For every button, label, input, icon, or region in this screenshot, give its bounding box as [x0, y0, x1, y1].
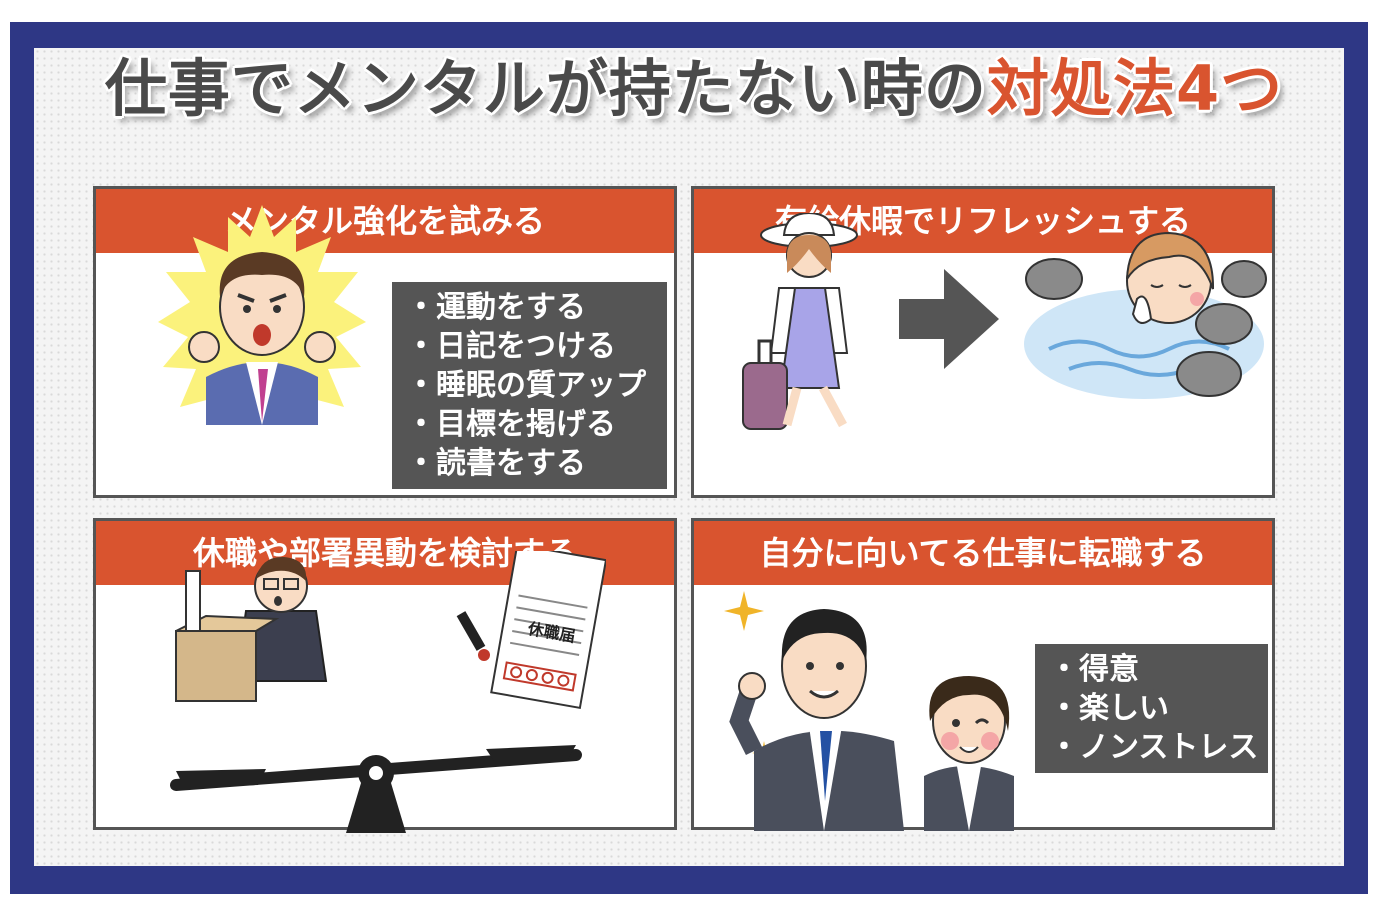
list-item: ノンストレス [1049, 728, 1258, 767]
panel-paid-leave: 有給休暇でリフレッシュする [691, 186, 1275, 498]
list-item: 読書をする [406, 444, 653, 483]
panel-heading: 自分に向いてる仕事に転職する [694, 521, 1272, 585]
list-item: 日記をつける [406, 327, 653, 366]
resignation-document-illustration [456, 551, 606, 710]
list-item: 運動をする [406, 288, 653, 327]
page-title: 仕事でメンタルが持たない時の対処法4つ [0, 38, 1388, 128]
panel-change-jobs: 自分に向いてる仕事に転職する 得意 楽しい ノンストレス [691, 518, 1275, 831]
list-item: 楽しい [1049, 689, 1254, 728]
arrow-right-icon [899, 269, 999, 369]
happy-businesspeople-illustration [724, 591, 1014, 831]
title-main: 仕事でメンタルが持たない時の [104, 52, 987, 125]
list-item: 睡眠の質アップ [406, 366, 653, 405]
title-accent: 対処法4つ [986, 52, 1284, 125]
list-item: 目標を掲げる [406, 405, 653, 444]
panel-mental-training: メンタル強化を試みる 運動をする 日記をつける 睡眠の質アップ 目標を掲げる 読… [93, 186, 677, 498]
seesaw-balance-illustration [170, 745, 582, 833]
determined-businessman-illustration [158, 205, 366, 425]
list-item: 得意 [1049, 650, 1254, 689]
hot-spring-woman-illustration [1024, 231, 1267, 399]
job-criteria-list: 得意 楽しい ノンストレス [1035, 644, 1268, 773]
tips-list: 運動をする 日記をつける 睡眠の質アップ 目標を掲げる 読書をする [392, 282, 667, 489]
panel-leave-or-transfer: 休職や部署異動を検討する [93, 518, 677, 833]
worried-man-with-box-illustration [175, 556, 328, 702]
traveling-woman-illustration [742, 213, 858, 430]
